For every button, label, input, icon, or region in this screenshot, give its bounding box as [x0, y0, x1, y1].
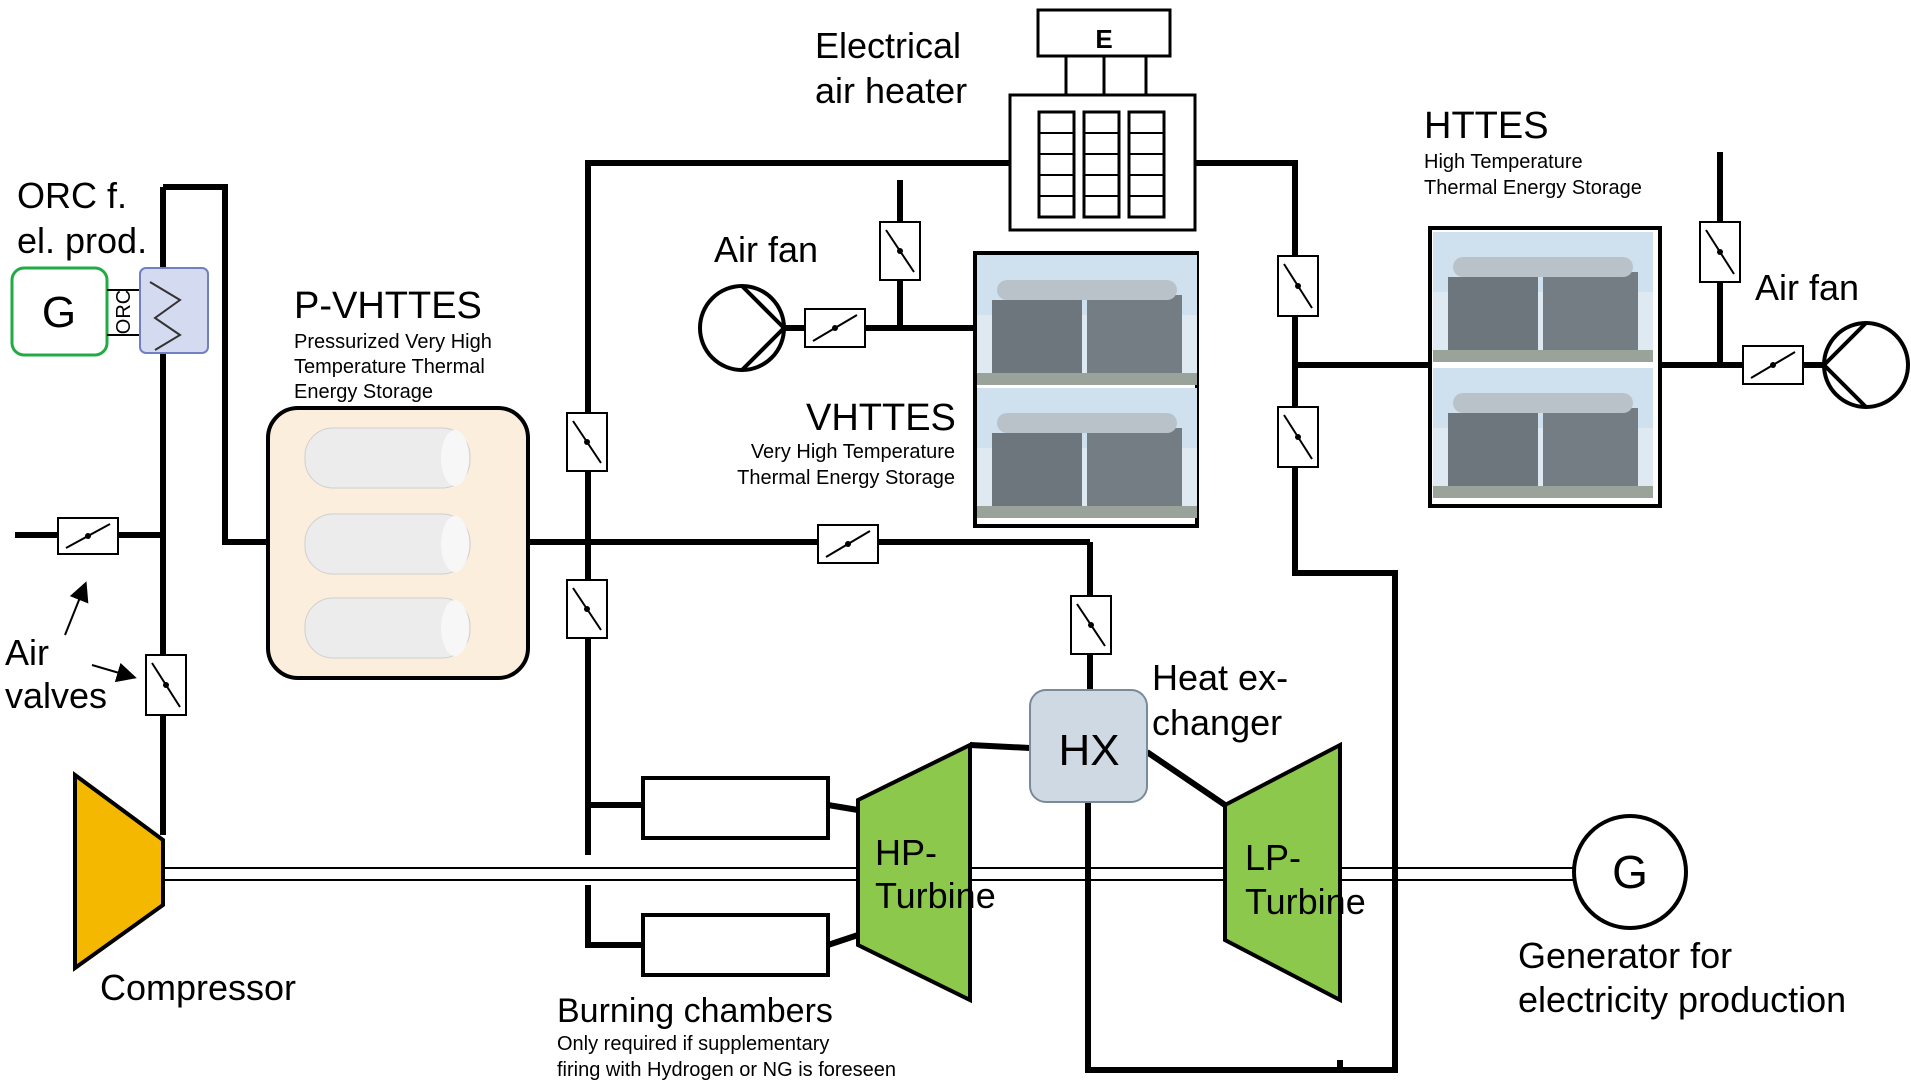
generator-label-2: electricity production	[1518, 979, 1846, 1020]
heat-exchanger	[1029, 689, 1148, 803]
heat-exchanger-label-2: changer	[1152, 702, 1282, 743]
hx-label: HX	[1058, 726, 1119, 775]
valve-hx-upper	[1070, 595, 1112, 655]
hp-turbine-label-1: HP-	[875, 832, 937, 873]
air-valve-horizontal-left	[57, 517, 119, 555]
air-fan-left	[698, 284, 786, 372]
p-vhttes-desc-2: Temperature Thermal	[294, 356, 485, 378]
burning-chamber-lower	[641, 913, 830, 977]
generator: G	[1572, 814, 1688, 930]
p-vhttes-storage	[266, 406, 530, 680]
air-valves-label-2: valves	[5, 675, 107, 716]
compressor-label: Compressor	[100, 967, 296, 1008]
air-fan-left-label: Air fan	[714, 229, 818, 270]
generator-g-label: G	[1612, 846, 1648, 898]
p-vhttes-desc-1: Pressurized Very High	[294, 331, 492, 353]
valve-fan-right	[1742, 345, 1804, 385]
httes-desc-1: High Temperature	[1424, 151, 1583, 173]
valve-right-upper	[1277, 255, 1319, 317]
orc-title-2: el. prod.	[17, 220, 147, 261]
air-valve-vertical-left	[145, 654, 187, 716]
valve-fan-left-vertical	[879, 221, 921, 281]
p-vhttes-desc-3: Energy Storage	[294, 381, 433, 403]
valve-middle-horizontal	[817, 524, 879, 564]
generator-label-1: Generator for	[1518, 935, 1732, 976]
httes-storage	[1428, 226, 1662, 508]
air-valves-arrow-2	[91, 662, 137, 683]
air-fan-right	[1822, 321, 1910, 409]
orc-title-1: ORC f.	[17, 175, 127, 216]
vhttes-storage	[973, 251, 1199, 528]
valve-vertical-lower	[566, 579, 608, 639]
air-fan-right-label: Air fan	[1755, 267, 1859, 308]
p-vhttes-title: P-VHTTES	[294, 285, 482, 327]
burning-chambers-desc-1: Only required if supplementary	[557, 1033, 829, 1055]
httes-desc-2: Thermal Energy Storage	[1424, 177, 1642, 199]
hp-turbine	[856, 741, 972, 1004]
valve-fan-right-vertical	[1699, 221, 1741, 283]
httes-title: HTTES	[1424, 105, 1549, 147]
vhttes-desc-2: Thermal Energy Storage	[737, 467, 955, 489]
orc-unit: G ORC	[10, 266, 209, 357]
compressor	[73, 771, 165, 972]
burning-chamber-upper	[641, 776, 830, 840]
valve-right-lower	[1277, 406, 1319, 468]
lp-turbine	[1223, 741, 1342, 1004]
air-valves-arrow-1	[64, 581, 89, 636]
valve-fan-left	[804, 308, 866, 348]
electrical-heater-label-1: Electrical	[815, 25, 961, 66]
orc-generator-label: G	[42, 288, 76, 337]
heat-exchanger-label-1: Heat ex-	[1152, 657, 1288, 698]
lp-turbine-label-1: LP-	[1245, 837, 1301, 878]
burning-chambers-title: Burning chambers	[557, 992, 833, 1030]
valve-vertical-upper	[566, 412, 608, 472]
lp-turbine-label-2: Turbine	[1245, 881, 1366, 922]
hp-turbine-label-2: Turbine	[875, 875, 996, 916]
electrical-heater-label-2: air heater	[815, 70, 967, 111]
burning-chambers-desc-2: firing with Hydrogen or NG is foreseen	[557, 1059, 896, 1081]
vhttes-desc-1: Very High Temperature	[751, 441, 955, 463]
vhttes-title: VHTTES	[806, 397, 956, 439]
electrical-air-heater: E	[1008, 8, 1197, 232]
air-valves-label-1: Air	[5, 632, 49, 673]
orc-tag: ORC	[113, 290, 135, 334]
e-box-label: E	[1095, 24, 1112, 54]
